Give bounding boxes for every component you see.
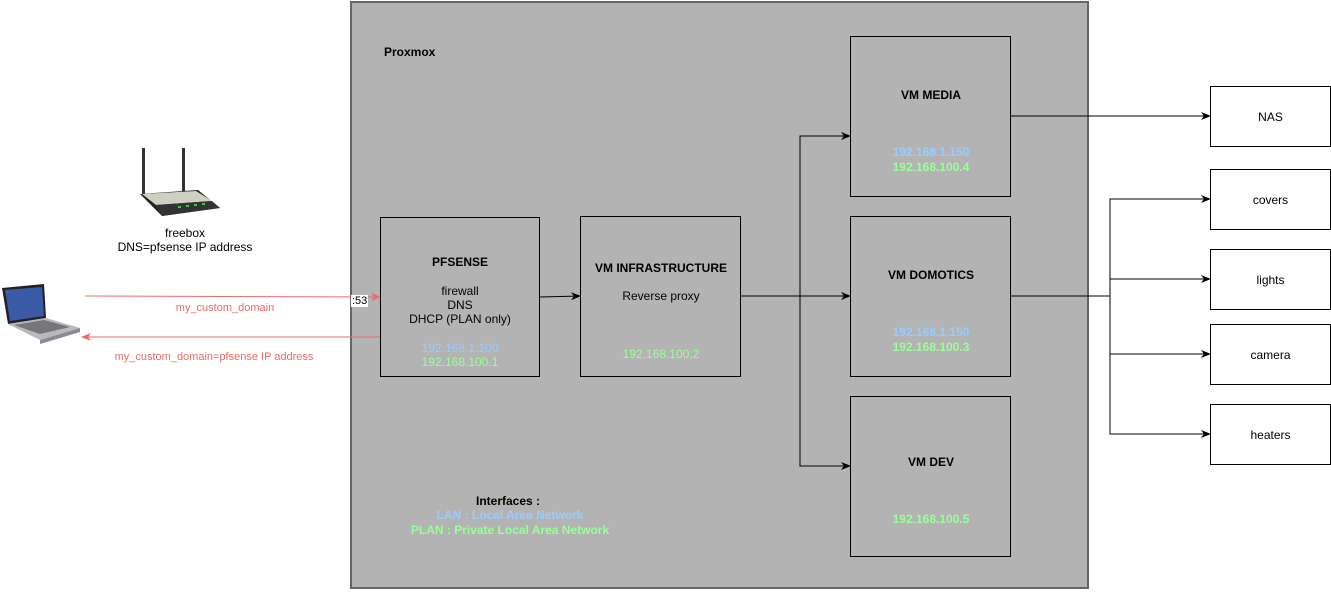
camera-box: camera	[1210, 324, 1331, 385]
pfsense-role-dhcp: DHCP (PLAN only)	[409, 312, 511, 326]
domotics-to-heaters-arrow	[1109, 354, 1211, 438]
lights-box: lights	[1210, 249, 1331, 310]
router-note: DNS=pfsense IP address	[117, 240, 253, 254]
pfsense-plan-ip: 192.168.100.1	[421, 355, 499, 369]
dns-response-label: my_custom_domain=pfsense IP address	[114, 351, 314, 363]
pfsense-role-dns: DNS	[447, 298, 473, 312]
pfsense-to-infra-arrow	[539, 292, 581, 301]
pfsense-title: PFSENSE	[431, 255, 489, 269]
nas-box: NAS	[1210, 86, 1331, 147]
heaters-label: heaters	[1250, 427, 1291, 442]
pfsense-role-firewall: firewall	[441, 284, 479, 298]
lights-label: lights	[1256, 272, 1285, 287]
vm-dev-plan-ip: 192.168.100.5	[892, 512, 970, 526]
camera-label: camera	[1250, 347, 1291, 362]
laptop-icon	[0, 282, 82, 348]
vm-media-title: VM MEDIA	[901, 88, 961, 102]
domotics-to-covers-arrow	[1109, 195, 1211, 279]
vm-infra-plan-ip: 192.168.100.2	[622, 347, 700, 361]
interfaces-lan: LAN : Local Area Network	[436, 508, 584, 522]
vm-infra-title: VM INFRASTRUCTURE	[595, 261, 727, 275]
interfaces-title: Interfaces :	[475, 494, 541, 508]
interfaces-plan: PLAN : Private Local Area Network	[410, 523, 610, 537]
covers-box: covers	[1210, 169, 1331, 230]
covers-label: covers	[1252, 192, 1289, 207]
vm-infra-role: Reverse proxy	[622, 289, 700, 303]
pfsense-lan-ip: 192.168.1.100	[421, 341, 499, 355]
vm-dev-title: VM DEV	[907, 455, 955, 469]
domotics-to-lights-arrow	[1010, 275, 1211, 297]
router-icon	[138, 148, 222, 224]
vm-infra-box: VM INFRASTRUCTURE Reverse proxy 192.168.…	[580, 216, 741, 377]
domotics-to-camera-arrow	[1109, 296, 1211, 358]
dns-request-label: my_custom_domain	[175, 302, 275, 314]
vm-domotics-title: VM DOMOTICS	[888, 268, 974, 282]
nas-label: NAS	[1258, 109, 1283, 124]
vm-dev-box: VM DEV 192.168.100.5	[850, 396, 1011, 557]
vm-media-box: VM MEDIA 192.168.1.150 192.168.100.4	[850, 36, 1011, 197]
dns-request-arrow	[84, 292, 381, 301]
pfsense-box: PFSENSE firewall DNS DHCP (PLAN only) 19…	[380, 217, 540, 377]
proxmox-label: Proxmox	[384, 45, 436, 59]
vm-domotics-box: VM DOMOTICS 192.168.1.150 192.168.100.3	[850, 216, 1011, 377]
router-name: freebox	[164, 226, 206, 240]
vm-media-lan-ip: 192.168.1.150	[892, 145, 970, 159]
vm-domotics-lan-ip: 192.168.1.150	[892, 325, 970, 339]
dns-port-label: :53	[351, 295, 369, 307]
infra-to-dev-arrow	[799, 296, 851, 470]
vm-domotics-plan-ip: 192.168.100.3	[892, 340, 970, 354]
vm-media-plan-ip: 192.168.100.4	[892, 160, 970, 174]
infra-to-media-arrow	[799, 132, 851, 296]
heaters-box: heaters	[1210, 404, 1331, 465]
